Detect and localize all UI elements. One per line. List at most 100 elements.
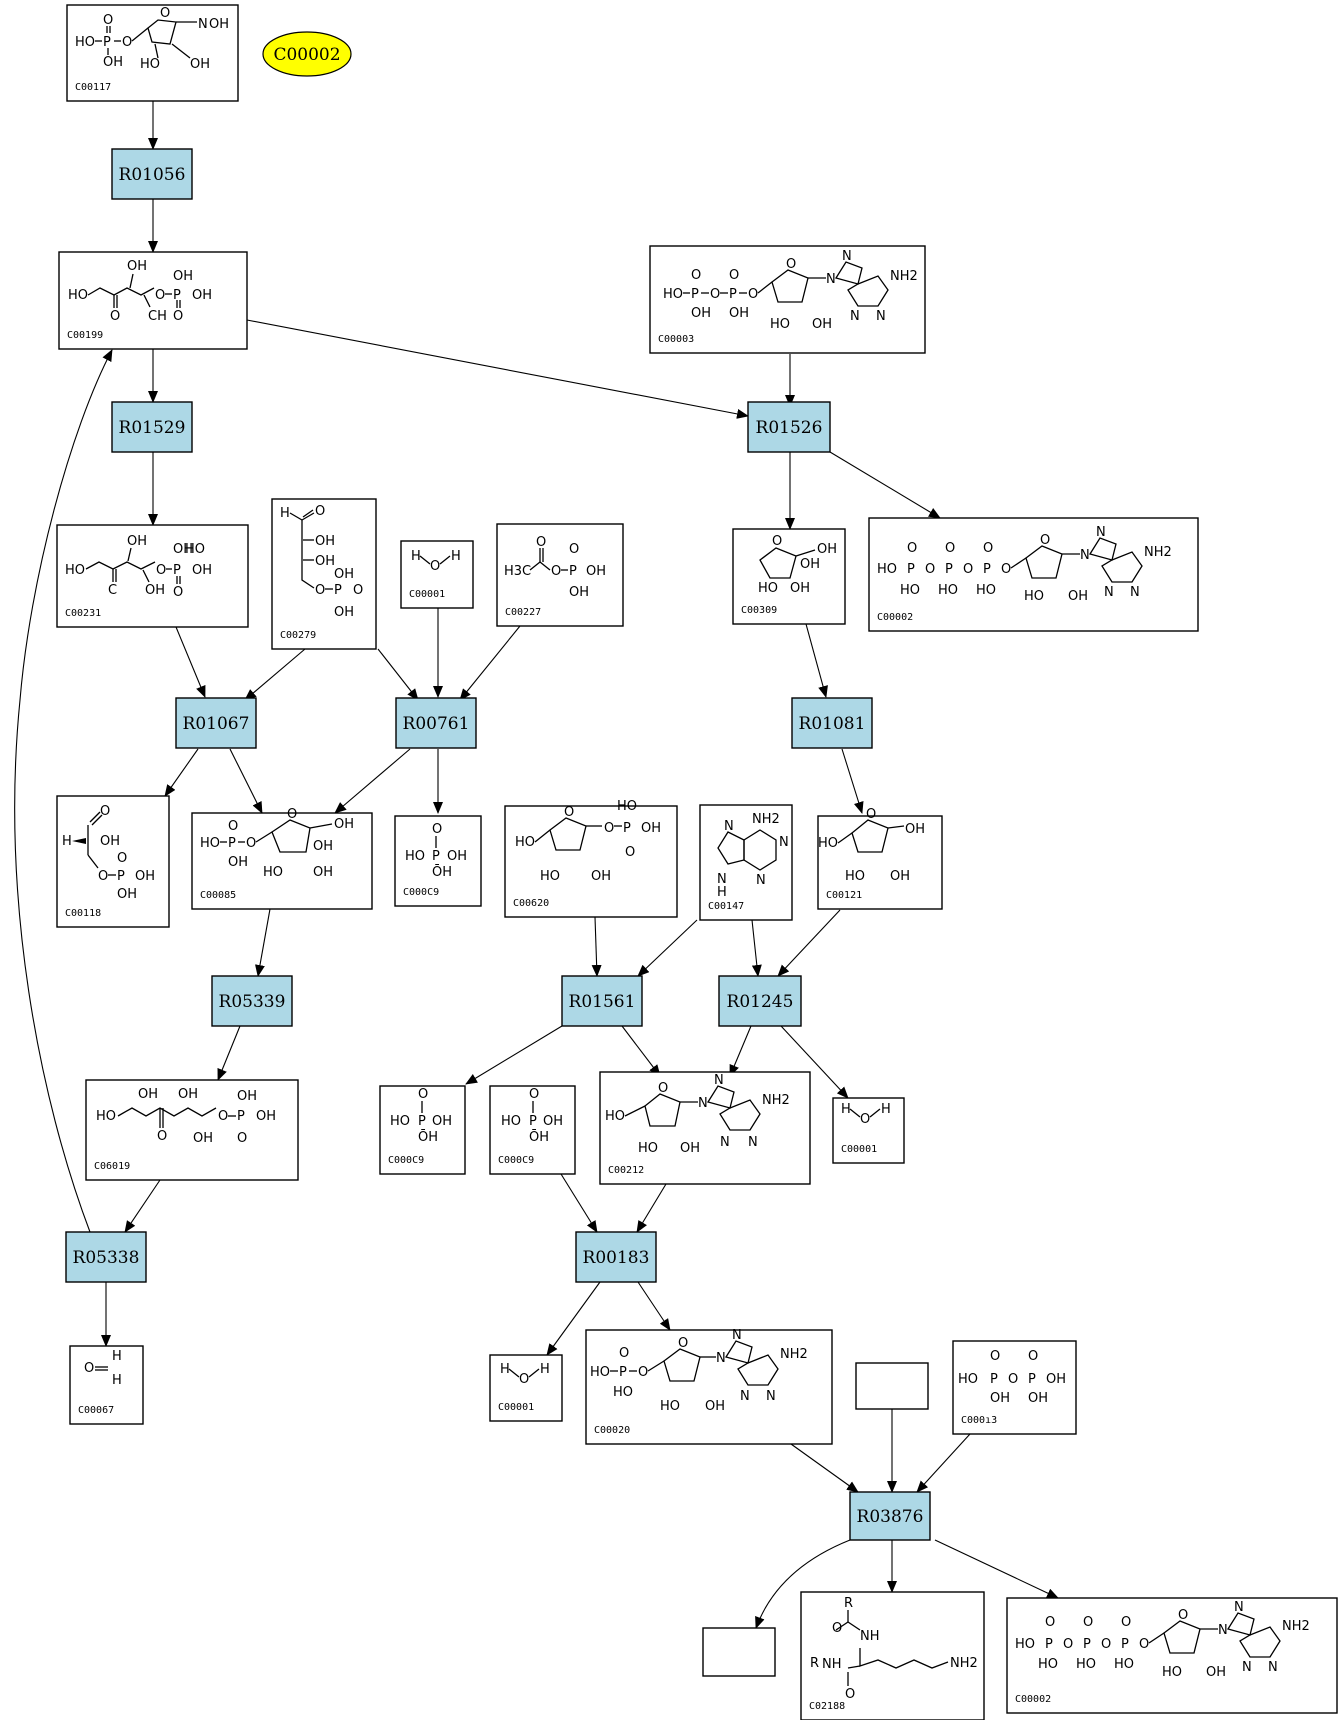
compound-c00085[interactable]: C00085 [191,812,373,910]
compound-c00003[interactable]: C00003 [649,245,926,354]
reaction-box[interactable] [747,401,831,453]
compound-box[interactable] [400,540,474,609]
compound-c00001c[interactable]: C00001 [489,1354,563,1422]
empty-compound-bottom[interactable] [702,1627,776,1677]
svg-text:P: P [945,562,953,577]
compound-c00212[interactable]: C00212 [599,1071,811,1185]
compound-box[interactable] [191,812,373,910]
empty-compound-top[interactable] [855,1362,929,1410]
svg-text:N: N [724,819,734,834]
svg-text:O: O [619,1346,629,1361]
compound-c00002a[interactable]: C00002 [868,517,1199,632]
compound-box[interactable] [817,815,943,910]
reaction-r01245[interactable]: R01245 [718,975,802,1027]
reaction-r00183[interactable]: R00183 [575,1231,657,1283]
compound-c00067[interactable]: C00067 [69,1345,144,1425]
reaction-r01526[interactable]: R01526 [747,401,831,453]
compound-box[interactable] [69,1345,144,1425]
compound-c00002b[interactable]: C00002 [1006,1597,1338,1714]
compound-box[interactable] [504,805,678,918]
compound-c00001a[interactable]: C00001 [400,540,474,609]
reaction-box[interactable] [111,148,193,200]
svg-text:H: H [881,1102,891,1117]
compound-c00121[interactable]: C00121 [817,815,943,910]
compound-c00117[interactable]: C00117 [66,4,239,102]
svg-text:HO: HO [501,1114,521,1129]
compound-box[interactable] [732,528,846,625]
compound-box[interactable] [952,1340,1077,1435]
compound-c00309[interactable]: C00309 [732,528,846,625]
compound-box[interactable] [271,498,377,650]
compound-c00013[interactable]: C000ı3 [952,1340,1077,1435]
reaction-box[interactable] [395,697,477,749]
compound-c02188[interactable]: C02188 [800,1591,985,1720]
compound-box[interactable] [1006,1597,1338,1714]
compound-c06019[interactable]: C06019 [85,1079,299,1181]
svg-text:NH2: NH2 [762,1093,790,1108]
svg-text:P: P [729,287,737,302]
reaction-box[interactable] [175,697,257,749]
svg-text:O: O [173,585,183,600]
compound-c00231[interactable]: C00231 [56,524,249,628]
reaction-r05338[interactable]: R05338 [65,1231,147,1283]
compound-box[interactable] [496,523,624,627]
compound-box[interactable] [832,1097,905,1164]
svg-text:OH: OH [313,839,333,854]
reaction-box[interactable] [849,1491,931,1541]
compound-box[interactable] [585,1329,833,1445]
reaction-box[interactable] [791,697,873,749]
compound-c00009b[interactable]: C000C9 [379,1085,466,1175]
compound-box[interactable] [489,1354,563,1422]
compound-box[interactable] [58,251,248,350]
compound-box[interactable] [394,815,482,907]
structure-c00002-a: HO P O HO O P O HO O P O HO O O N N NH2 … [877,525,1172,604]
highlight-c00002[interactable]: C00002 [262,31,352,77]
compound-c00118[interactable]: C00118 [56,795,170,928]
reaction-r00761[interactable]: R00761 [395,697,477,749]
compound-box[interactable] [489,1085,576,1175]
compound-id: C00003 [658,334,694,345]
compound-box[interactable] [66,4,239,102]
svg-text:HO: HO [68,288,88,303]
reaction-r05339[interactable]: R05339 [211,975,293,1027]
compound-c00020[interactable]: C00020 [585,1329,833,1445]
reaction-label: R01529 [119,418,186,438]
compound-box[interactable] [379,1085,466,1175]
compound-c00147[interactable]: C00147 [699,804,793,921]
svg-text:OH: OH [641,821,661,836]
compound-box[interactable] [56,795,170,928]
compound-c00620[interactable]: C00620 [504,805,678,918]
reaction-box[interactable] [211,975,293,1027]
svg-text:OH: OH [190,57,210,72]
compound-box[interactable] [800,1591,985,1720]
compound-box[interactable] [599,1071,811,1185]
compound-c00199[interactable]: C00199 [58,251,248,350]
compound-box[interactable] [699,804,793,921]
svg-text:O: O [218,1109,228,1124]
reaction-r01561[interactable]: R01561 [561,975,643,1027]
reaction-r01056[interactable]: R01056 [111,148,193,200]
svg-text:P: P [432,849,440,864]
compound-c00279[interactable]: C00279 [271,498,377,650]
svg-text:OH: OH [138,1087,158,1102]
edge-r05339-c06019 [217,1025,241,1081]
compound-box[interactable] [868,517,1199,632]
svg-text:OH: OH [145,583,165,598]
compound-id: C00001 [841,1144,877,1155]
compound-c00009a[interactable]: C000C9 [394,815,482,907]
reaction-box[interactable] [111,401,193,453]
compound-box[interactable] [85,1079,299,1181]
compound-box[interactable] [56,524,249,628]
compound-box[interactable] [649,245,926,354]
reaction-r01529[interactable]: R01529 [111,401,193,453]
compound-c00227[interactable]: C00227 [496,523,624,627]
reaction-r01067[interactable]: R01067 [175,697,257,749]
compound-c00009c[interactable]: C000C9 [489,1085,576,1175]
reaction-box[interactable] [561,975,643,1027]
reaction-box[interactable] [575,1231,657,1283]
reaction-r01081[interactable]: R01081 [791,697,873,749]
reaction-box[interactable] [65,1231,147,1283]
reaction-box[interactable] [718,975,802,1027]
compound-c00001b[interactable]: C00001 [832,1097,905,1164]
reaction-r03876[interactable]: R03876 [849,1491,931,1541]
